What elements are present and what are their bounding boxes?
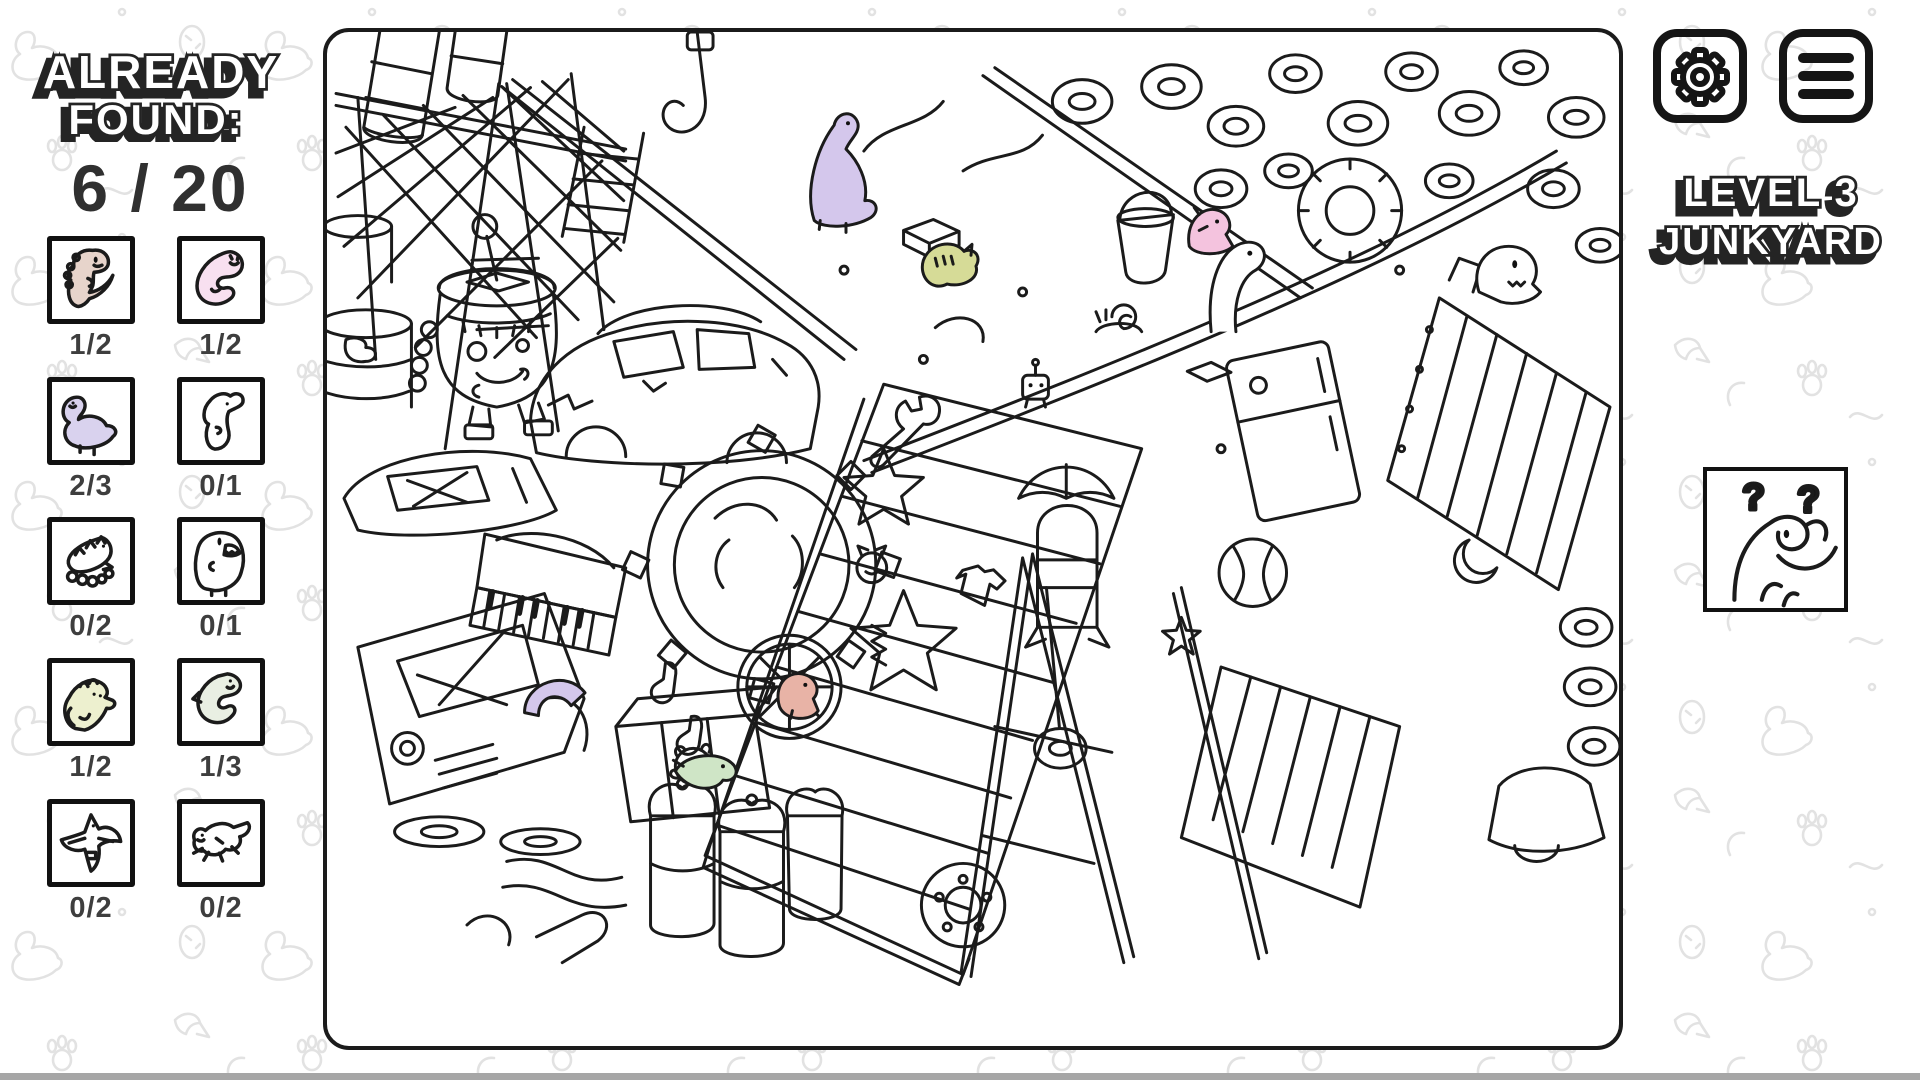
white-trex-head[interactable]	[1475, 244, 1543, 305]
target-pterodactyl: 0/2	[47, 799, 135, 925]
target-thumb-box	[177, 517, 265, 605]
snail	[1094, 303, 1144, 334]
found-brontosaurus-arc[interactable]	[523, 678, 587, 718]
svg-text:LEVEL 3: LEVEL 3	[1683, 171, 1859, 215]
svg-text:FOUND:: FOUND:	[68, 96, 243, 142]
hamburger-menu-icon	[1779, 29, 1873, 123]
starfish-small	[842, 447, 925, 526]
target-thumb-box	[177, 377, 265, 465]
found-count-label: 1/2	[199, 329, 243, 361]
svg-text:ALREADY: ALREADY	[43, 46, 279, 98]
bottom-edge-bar	[0, 1073, 1920, 1080]
svg-text:FOUND:: FOUND:	[62, 102, 237, 142]
found-count-label: 0/2	[199, 892, 243, 924]
beach-ball	[1217, 537, 1289, 608]
hint-dino-doodle	[1732, 514, 1838, 608]
hub-wheel	[919, 861, 1007, 949]
crescent-doodle	[1452, 538, 1499, 584]
scrap-cubes	[838, 99, 1406, 455]
found-count-label: 1/3	[199, 751, 243, 783]
target-thumb-box	[47, 236, 135, 324]
beam-structure	[443, 66, 1568, 475]
chain-link-fence	[334, 72, 628, 361]
found-count-label: 0/1	[199, 610, 243, 642]
swing-frame	[959, 552, 1269, 979]
cage-frame	[1179, 665, 1402, 909]
hint-box[interactable]: ? ?	[1703, 467, 1848, 612]
found-triceratops-head[interactable]	[920, 242, 980, 288]
found-pink-dino-peeking[interactable]	[1187, 206, 1235, 256]
rocket-barrel	[1024, 504, 1111, 649]
question-mark: ?	[1742, 476, 1765, 517]
target-chunky-trex: 0/1	[177, 517, 265, 643]
target-tyrannosaurus: 1/2	[47, 236, 135, 362]
robot	[407, 213, 558, 441]
target-thumb-box	[177, 236, 265, 324]
crate-container	[1386, 256, 1612, 592]
target-thumb-box	[177, 658, 265, 746]
wrecked-car-2	[342, 449, 558, 537]
puzzle-canvas[interactable]	[323, 28, 1623, 1050]
found-count-label: 1/2	[69, 329, 113, 361]
target-parasaurolophus: 0/1	[177, 377, 265, 503]
tshirt-doodle	[955, 564, 1007, 607]
svg-text:LEVEL 3: LEVEL 3	[1677, 177, 1853, 221]
level-title: LEVEL 3 LEVEL 3 JUNKYARD JUNKYARD	[1649, 168, 1884, 273]
found-count-label: 2/3	[69, 470, 113, 502]
bucket	[1116, 190, 1175, 285]
star-doodle	[1161, 615, 1202, 656]
found-count-label: 0/1	[199, 470, 243, 502]
umbrella	[1017, 463, 1116, 500]
ladder	[560, 125, 646, 244]
question-mark: ?	[1797, 479, 1820, 520]
found-count-label: 0/2	[69, 892, 113, 924]
settings-button[interactable]	[1650, 26, 1750, 126]
svg-text:JUNKYARD: JUNKYARD	[1659, 221, 1883, 263]
target-triceratops: 1/2	[47, 658, 135, 784]
already-found-title: ALREADY ALREADY FOUND: FOUND:	[32, 43, 280, 142]
wrecked-car	[529, 304, 821, 466]
target-stegosaurus: 0/2	[47, 517, 135, 643]
target-thumb-box	[177, 799, 265, 887]
muffin-barrels	[647, 777, 845, 958]
socks	[649, 661, 704, 756]
found-count-label: 1/2	[69, 751, 113, 783]
target-thumb-box	[47, 799, 135, 887]
svg-text:ALREADY: ALREADY	[37, 52, 273, 104]
starfish-large	[849, 589, 958, 692]
ramp-dock	[701, 382, 1144, 986]
tractor-tire	[1296, 157, 1404, 264]
tire-pile	[1050, 49, 1619, 264]
found-trex-mini[interactable]	[776, 672, 820, 721]
target-thumb-box	[47, 377, 135, 465]
pipes	[465, 857, 628, 965]
target-thumb-box	[47, 517, 135, 605]
barrels-left	[327, 214, 413, 409]
gear-icon	[1653, 29, 1747, 123]
target-curled-dino: 1/3	[177, 658, 265, 784]
wrench	[869, 394, 941, 469]
target-brontosaurus: 2/3	[47, 377, 135, 503]
bronto-peeking[interactable]	[1208, 240, 1266, 334]
tiny-robot	[1021, 357, 1050, 409]
found-curled-dino-mint[interactable]	[671, 754, 738, 790]
found-counter: 6 / 20	[71, 151, 249, 225]
target-thumb-box	[47, 658, 135, 746]
found-count-label: 0/2	[69, 610, 113, 642]
target-pink-sleepy-dino: 1/2	[177, 236, 265, 362]
fridge	[1225, 340, 1362, 523]
svg-text:JUNKYARD: JUNKYARD	[1653, 227, 1877, 269]
truck	[356, 592, 589, 856]
spring	[870, 623, 888, 667]
piano	[468, 532, 628, 657]
found-brontosaurus-standing[interactable]	[809, 112, 878, 234]
target-running-dino: 0/2	[177, 799, 265, 925]
crane-hook	[661, 32, 715, 134]
tires-right-edge	[1487, 606, 1619, 863]
menu-button[interactable]	[1776, 26, 1876, 126]
junkyard-scene[interactable]	[327, 32, 1619, 1046]
